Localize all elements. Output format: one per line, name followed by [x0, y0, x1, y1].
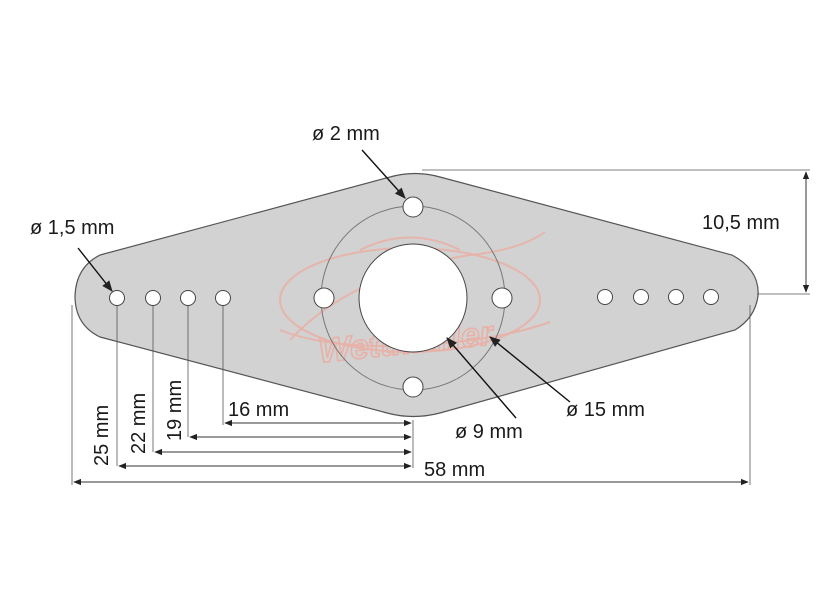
label-ring-diameter: ø 15 mm	[566, 399, 645, 421]
leader-small-hole	[77, 247, 113, 292]
ring-hole-right	[491, 287, 513, 309]
arm-hole-right-1	[597, 289, 613, 305]
leader-center	[446, 337, 517, 419]
ring-hole-bottom	[402, 376, 424, 398]
label-top-hole-diameter: ø 2 mm	[312, 123, 380, 145]
center-hole	[358, 243, 468, 353]
leader-ring	[489, 336, 571, 403]
arm-hole-left-19	[180, 290, 196, 306]
label-dist-22: 22 mm	[128, 393, 150, 454]
arm-hole-left-16	[215, 290, 231, 306]
arm-hole-right-2	[633, 289, 649, 305]
ring-hole-left	[313, 287, 335, 309]
label-dist-19: 19 mm	[164, 380, 186, 441]
arm-hole-left-22	[145, 290, 161, 306]
label-total-length: 58 mm	[424, 459, 485, 481]
leader-top-hole	[361, 149, 406, 199]
label-dist-25: 25 mm	[91, 405, 113, 466]
arm-hole-left-25	[109, 290, 125, 306]
label-height: 10,5 mm	[702, 212, 780, 234]
label-center-hole-diameter: ø 9 mm	[455, 421, 523, 443]
label-dist-16: 16 mm	[228, 399, 289, 421]
label-small-hole-diameter: ø 1,5 mm	[30, 217, 114, 239]
arm-hole-right-4	[703, 289, 719, 305]
arm-hole-right-3	[668, 289, 684, 305]
ring-hole-top	[402, 196, 424, 218]
